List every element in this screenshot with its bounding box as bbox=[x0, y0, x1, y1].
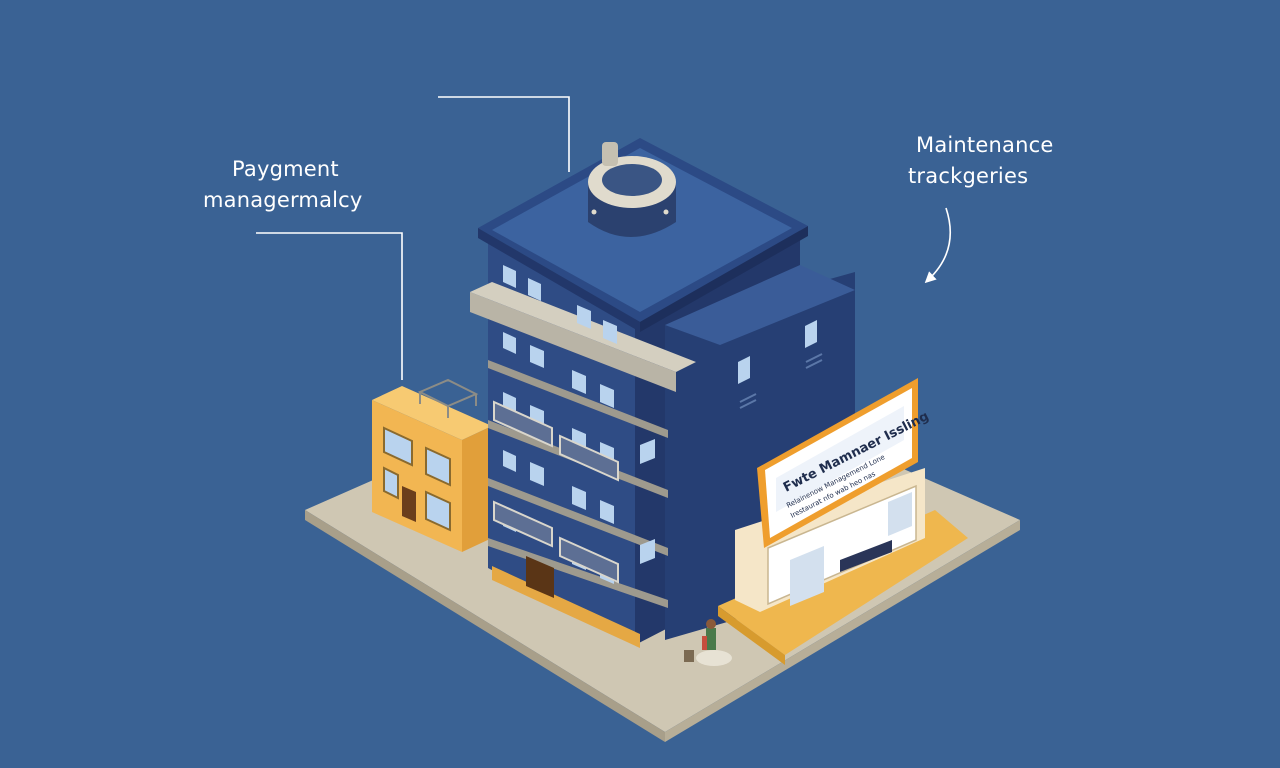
billboard-storefront: Fwte Mamnaer Issling Relainenow Manageme… bbox=[718, 378, 968, 665]
annex-door bbox=[402, 486, 416, 522]
callout-line-payment bbox=[256, 232, 403, 380]
payment-label-line2: managermalcy bbox=[203, 188, 363, 212]
storefront-panel bbox=[790, 492, 912, 606]
annex-window bbox=[383, 426, 451, 532]
maintenance-label-line2: trackgeries bbox=[908, 164, 1029, 188]
callout-lines bbox=[256, 96, 952, 380]
balcony-railing bbox=[493, 400, 619, 584]
payment-label-line1: Paygment bbox=[232, 157, 339, 181]
rooftop-water-tank bbox=[588, 142, 676, 237]
tower-entrance-door bbox=[526, 556, 554, 598]
callout-line-top bbox=[438, 96, 570, 172]
rooftop-railing bbox=[417, 378, 479, 418]
yellow-annex-building bbox=[372, 378, 492, 552]
callout-arrow-maintenance bbox=[924, 207, 952, 284]
maintenance-tracking-label: Maintenance trackgeries bbox=[908, 130, 1053, 192]
payment-management-label: Paygment managermalcy bbox=[203, 154, 363, 216]
person-with-plant bbox=[684, 619, 732, 666]
tower-window bbox=[503, 265, 817, 584]
storefront-button bbox=[840, 540, 892, 572]
maintenance-label-line1: Maintenance bbox=[916, 133, 1054, 157]
side-vent bbox=[739, 353, 823, 409]
